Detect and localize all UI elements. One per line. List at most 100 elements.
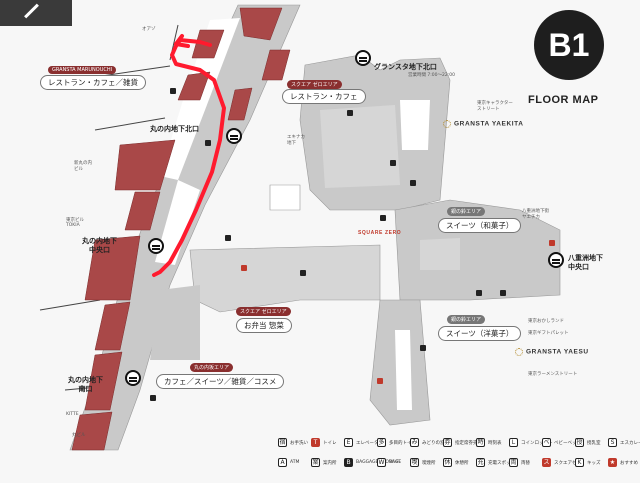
brand-yaekita: GRANSTA YAEKITA (443, 120, 524, 128)
legend-item: ベベビーベッド (542, 438, 581, 447)
area-pill-minami: お弁当 惣菜 (236, 318, 292, 333)
legend-label: コインロッカー (521, 440, 553, 446)
label-bottom-b: 丸ビル (72, 433, 86, 438)
legend-label: 案内所 (323, 460, 337, 466)
legend-label: Wi-Fi (389, 460, 400, 465)
back-tab[interactable] (0, 0, 72, 26)
legend-item: 案案内所 (311, 458, 337, 467)
label-left-a: 東京ビル TOKIA (66, 218, 84, 228)
legend-icon: 両 (509, 458, 518, 467)
area-pill-zero: レストラン・カフェ (282, 89, 366, 104)
legend-item: みみどりの窓口 (410, 438, 449, 447)
legend-item: 券指定席券売機 (443, 438, 482, 447)
legend-icon: み (410, 438, 419, 447)
floor-map-title: FLOOR MAP (528, 94, 599, 106)
legend-icon: 喫 (410, 458, 419, 467)
gate-yaesu-center-icon (548, 252, 564, 268)
area-tag-suzu: 銀の鈴エリア (447, 315, 486, 324)
legend-item: 喫喫煙所 (410, 458, 436, 467)
gate-gransta-north-icon (355, 50, 371, 66)
label-right-c: 東京ラーメンストリート (528, 372, 578, 377)
area-pill-south: カフェ／スイーツ／雑貨／コスメ (156, 374, 285, 389)
legend-icon: ベ (542, 438, 551, 447)
gate-marunouchi-north-icon (226, 128, 242, 144)
area-tag-south: 丸の内坂エリア (190, 363, 234, 372)
area-tag-marunouchi: GRANSTA MARUNOUCHI (48, 66, 117, 74)
legend-icon: 券 (443, 438, 452, 447)
legend-icon: 宿 (278, 438, 287, 447)
legend-icon: Ｌ (509, 438, 518, 447)
legend-icon: A (278, 458, 287, 467)
legend-item: 時時刻表 (476, 438, 502, 447)
brand-mark-icon (515, 348, 523, 356)
legend-label: お手洗い (290, 440, 308, 446)
exit-marunouchi-center: 丸の内地下 中央口 (82, 237, 117, 254)
area-tag-minami: スクエア ゼロエリア (236, 307, 291, 316)
legend-label: 多目的トイレ (389, 440, 416, 446)
legend-label: 両替 (521, 460, 530, 466)
legend-item: 多多目的トイレ (377, 438, 416, 447)
legend-label: エレベーター (356, 440, 383, 446)
legend-label: ベビーベッド (554, 440, 581, 446)
legend-label: キッズ (587, 460, 601, 466)
legend-label: おすすめ (620, 460, 638, 466)
floor-badge: B1 (534, 10, 604, 80)
legend-label: 時刻表 (488, 440, 502, 446)
brand-yaekita-label: GRANSTA YAEKITA (454, 120, 524, 128)
legend-icon: ス (542, 458, 551, 467)
brand-square-zero-label: SQUARE ZERO (358, 230, 402, 236)
legend-label: みどりの窓口 (422, 440, 449, 446)
area-tag-kita: 銀の鈴エリア (447, 207, 486, 216)
brand-yaesu-label: GRANSTA YAESU (526, 348, 589, 356)
gate-marunouchi-south-icon (125, 370, 141, 386)
legend-item: Sエスカレーター (608, 438, 640, 447)
area-pill-kita: スイーツ（和菓子） (438, 218, 522, 233)
legend-item: 充充電スポット (476, 458, 515, 467)
legend-label: 喫煙所 (422, 460, 436, 466)
brand-yaesu: GRANSTA YAESU (515, 348, 589, 356)
legend-icon: 充 (476, 458, 485, 467)
legend-icon: T (311, 438, 320, 447)
legend-label: ATM (290, 460, 300, 465)
legend-icon: K (575, 458, 584, 467)
legend-icon: 多 (377, 438, 386, 447)
legend-label: トイレ (323, 440, 337, 446)
label-oazo: オアゾ (142, 27, 156, 32)
legend-label: 休憩所 (455, 460, 469, 466)
legend-icon: B (344, 458, 353, 467)
label-left-b: 新丸の内 ビル (74, 161, 92, 172)
legend-icon: ★ (608, 458, 617, 467)
legend-icon: 休 (443, 458, 452, 467)
legend-label: スクエアゼロ (554, 460, 581, 466)
brand-square-zero: SQUARE ZERO (358, 230, 401, 236)
area-pill-marunouchi: レストラン・カフェ／雑貨 (40, 75, 146, 90)
label-ekinaka: エキナカ 地下 (287, 135, 305, 146)
legend-label: エスカレーター (620, 440, 640, 446)
exit-marunouchi-north: 丸の内地下北口 (150, 125, 199, 133)
legend-icon: E (344, 438, 353, 447)
exit-yaesu-center: 八重洲地下 中央口 (568, 254, 603, 271)
legend-icon: W (377, 458, 386, 467)
legend-item: ススクエアゼロ (542, 458, 581, 467)
legend-label: 充電スポット (488, 460, 515, 466)
legend-icon: S (608, 438, 617, 447)
legend-item: 両両替 (509, 458, 530, 467)
legend-label: 指定席券売機 (455, 440, 482, 446)
label-right-a: 東京キャラクター ストリート (477, 101, 513, 112)
legend-item: 授授乳室 (575, 438, 601, 447)
label-hours: 営業時間 7:00〜22:00 (408, 73, 456, 78)
exit-marunouchi-south: 丸の内地下 南口 (68, 376, 103, 393)
area-pill-suzu: スイーツ（洋菓子） (438, 326, 522, 341)
label-bottom-a: KITTE (66, 412, 79, 417)
area-tag-zero: スクエア ゼロエリア (287, 80, 342, 89)
label-right-e: 八重洲地下街 ヤエチカ (522, 209, 549, 220)
legend-icon: 時 (476, 438, 485, 447)
